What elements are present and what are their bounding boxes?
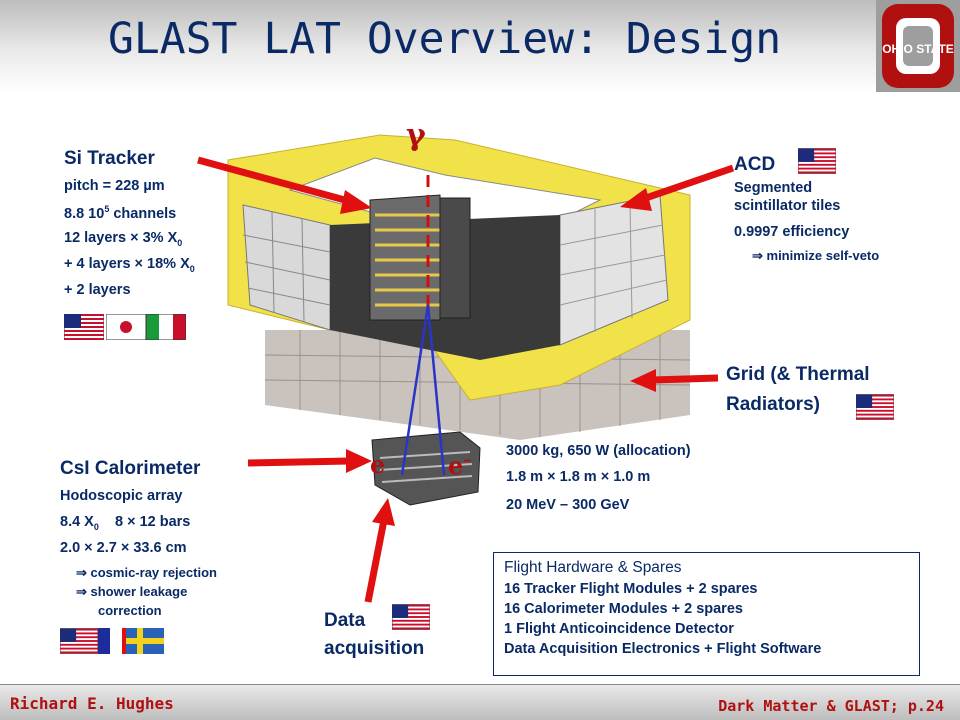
japan-flag-icon <box>106 314 146 340</box>
calorimeter-line-1: Hodoscopic array <box>60 488 183 504</box>
tracker-layers-a: 12 layers × 3% X0 <box>64 230 183 248</box>
calorimeter-title: CsI Calorimeter <box>60 458 201 479</box>
tracker-layers-b: + 4 layers × 18% X0 <box>64 256 195 274</box>
spec-mass-power: 3000 kg, 650 W (allocation) <box>506 443 691 459</box>
left-tile-lines <box>242 211 331 323</box>
logo-text: OHIO STATE <box>882 42 954 56</box>
left-tiles <box>242 204 331 331</box>
spec-dimensions: 1.8 m × 1.8 m × 1.0 m <box>506 469 651 485</box>
tracker-channels: 8.8 105 channels <box>64 204 177 222</box>
inner-cavity <box>330 215 560 360</box>
tracker-title: Si Tracker <box>64 148 155 169</box>
gamma-symbol: γ <box>406 118 426 153</box>
italy-flag-icon <box>146 314 186 340</box>
acd-efficiency: 0.9997 efficiency <box>734 224 850 240</box>
usa-flag-icon <box>856 394 894 420</box>
tracker-tower <box>369 194 441 321</box>
header-band <box>0 0 960 92</box>
grid-line-1: Grid (& Thermal <box>726 364 870 385</box>
calorimeter-line-4: ⇒ cosmic-ray rejection <box>76 565 217 580</box>
tracker-side <box>439 197 471 319</box>
flight-hardware-item: 16 Calorimeter Modules + 2 spares <box>504 601 743 617</box>
footer-band: Richard E. Hughes Dark Matter & GLAST; p… <box>0 684 960 720</box>
acd-self-veto: ⇒ minimize self-veto <box>752 248 880 263</box>
sweden-flag-icon <box>126 628 164 654</box>
spec-energy-range: 20 MeV – 300 GeV <box>506 497 630 513</box>
right-tiles <box>559 194 669 346</box>
grid-base-lines <box>264 330 691 437</box>
positron-label: e– <box>448 450 472 480</box>
page-title: GLAST LAT Overview: Design <box>108 14 782 64</box>
flight-hardware-item: Data Acquisition Electronics + Flight So… <box>504 641 822 657</box>
calorimeter-line-5: ⇒ shower leakage <box>76 584 188 599</box>
usa-flag-icon <box>64 314 104 340</box>
pointer-arrows <box>197 156 735 603</box>
flight-hardware-item: 16 Tracker Flight Modules + 2 spares <box>504 581 758 597</box>
usa-flag-icon <box>60 628 98 654</box>
calorimeter-line-3: 2.0 × 2.7 × 33.6 cm <box>60 540 187 556</box>
grid-base <box>265 330 690 440</box>
daq-line-2: acquisition <box>324 638 425 659</box>
tracker-layers-c: + 2 layers <box>64 282 131 298</box>
positron-track <box>426 304 446 476</box>
electron-track <box>400 304 430 476</box>
tracker-trays <box>375 213 470 307</box>
flight-hardware-item: 1 Flight Anticoincidence Detector <box>504 621 734 637</box>
right-tile-lines <box>559 201 668 332</box>
flight-hardware-box: Flight Hardware & Spares 16 Tracker Flig… <box>493 552 920 676</box>
acd-line-1: Segmented <box>734 180 813 196</box>
calorimeter-line-2: 8.4 X0 8 × 12 bars <box>60 514 191 532</box>
acd-title: ACD <box>734 154 776 175</box>
tracker-pitch: pitch = 228 µm <box>64 178 165 194</box>
acd-blanket <box>227 134 691 401</box>
daq-line-1: Data <box>324 610 366 631</box>
footer-author: Richard E. Hughes <box>10 694 174 713</box>
grid-line-2: Radiators) <box>726 394 820 415</box>
electron-label: e <box>370 450 386 479</box>
acd-line-2: scintillator tiles <box>734 198 841 214</box>
calorimeter-line-6: correction <box>98 603 162 618</box>
usa-flag-icon <box>798 148 836 174</box>
flight-hardware-title: Flight Hardware & Spares <box>504 559 682 576</box>
usa-flag-icon <box>392 604 430 630</box>
ohio-state-block-o-icon: OHIO STATE <box>876 0 960 92</box>
footer-page: Dark Matter & GLAST; p.24 <box>718 697 944 715</box>
acd-top-cutout <box>288 157 602 231</box>
